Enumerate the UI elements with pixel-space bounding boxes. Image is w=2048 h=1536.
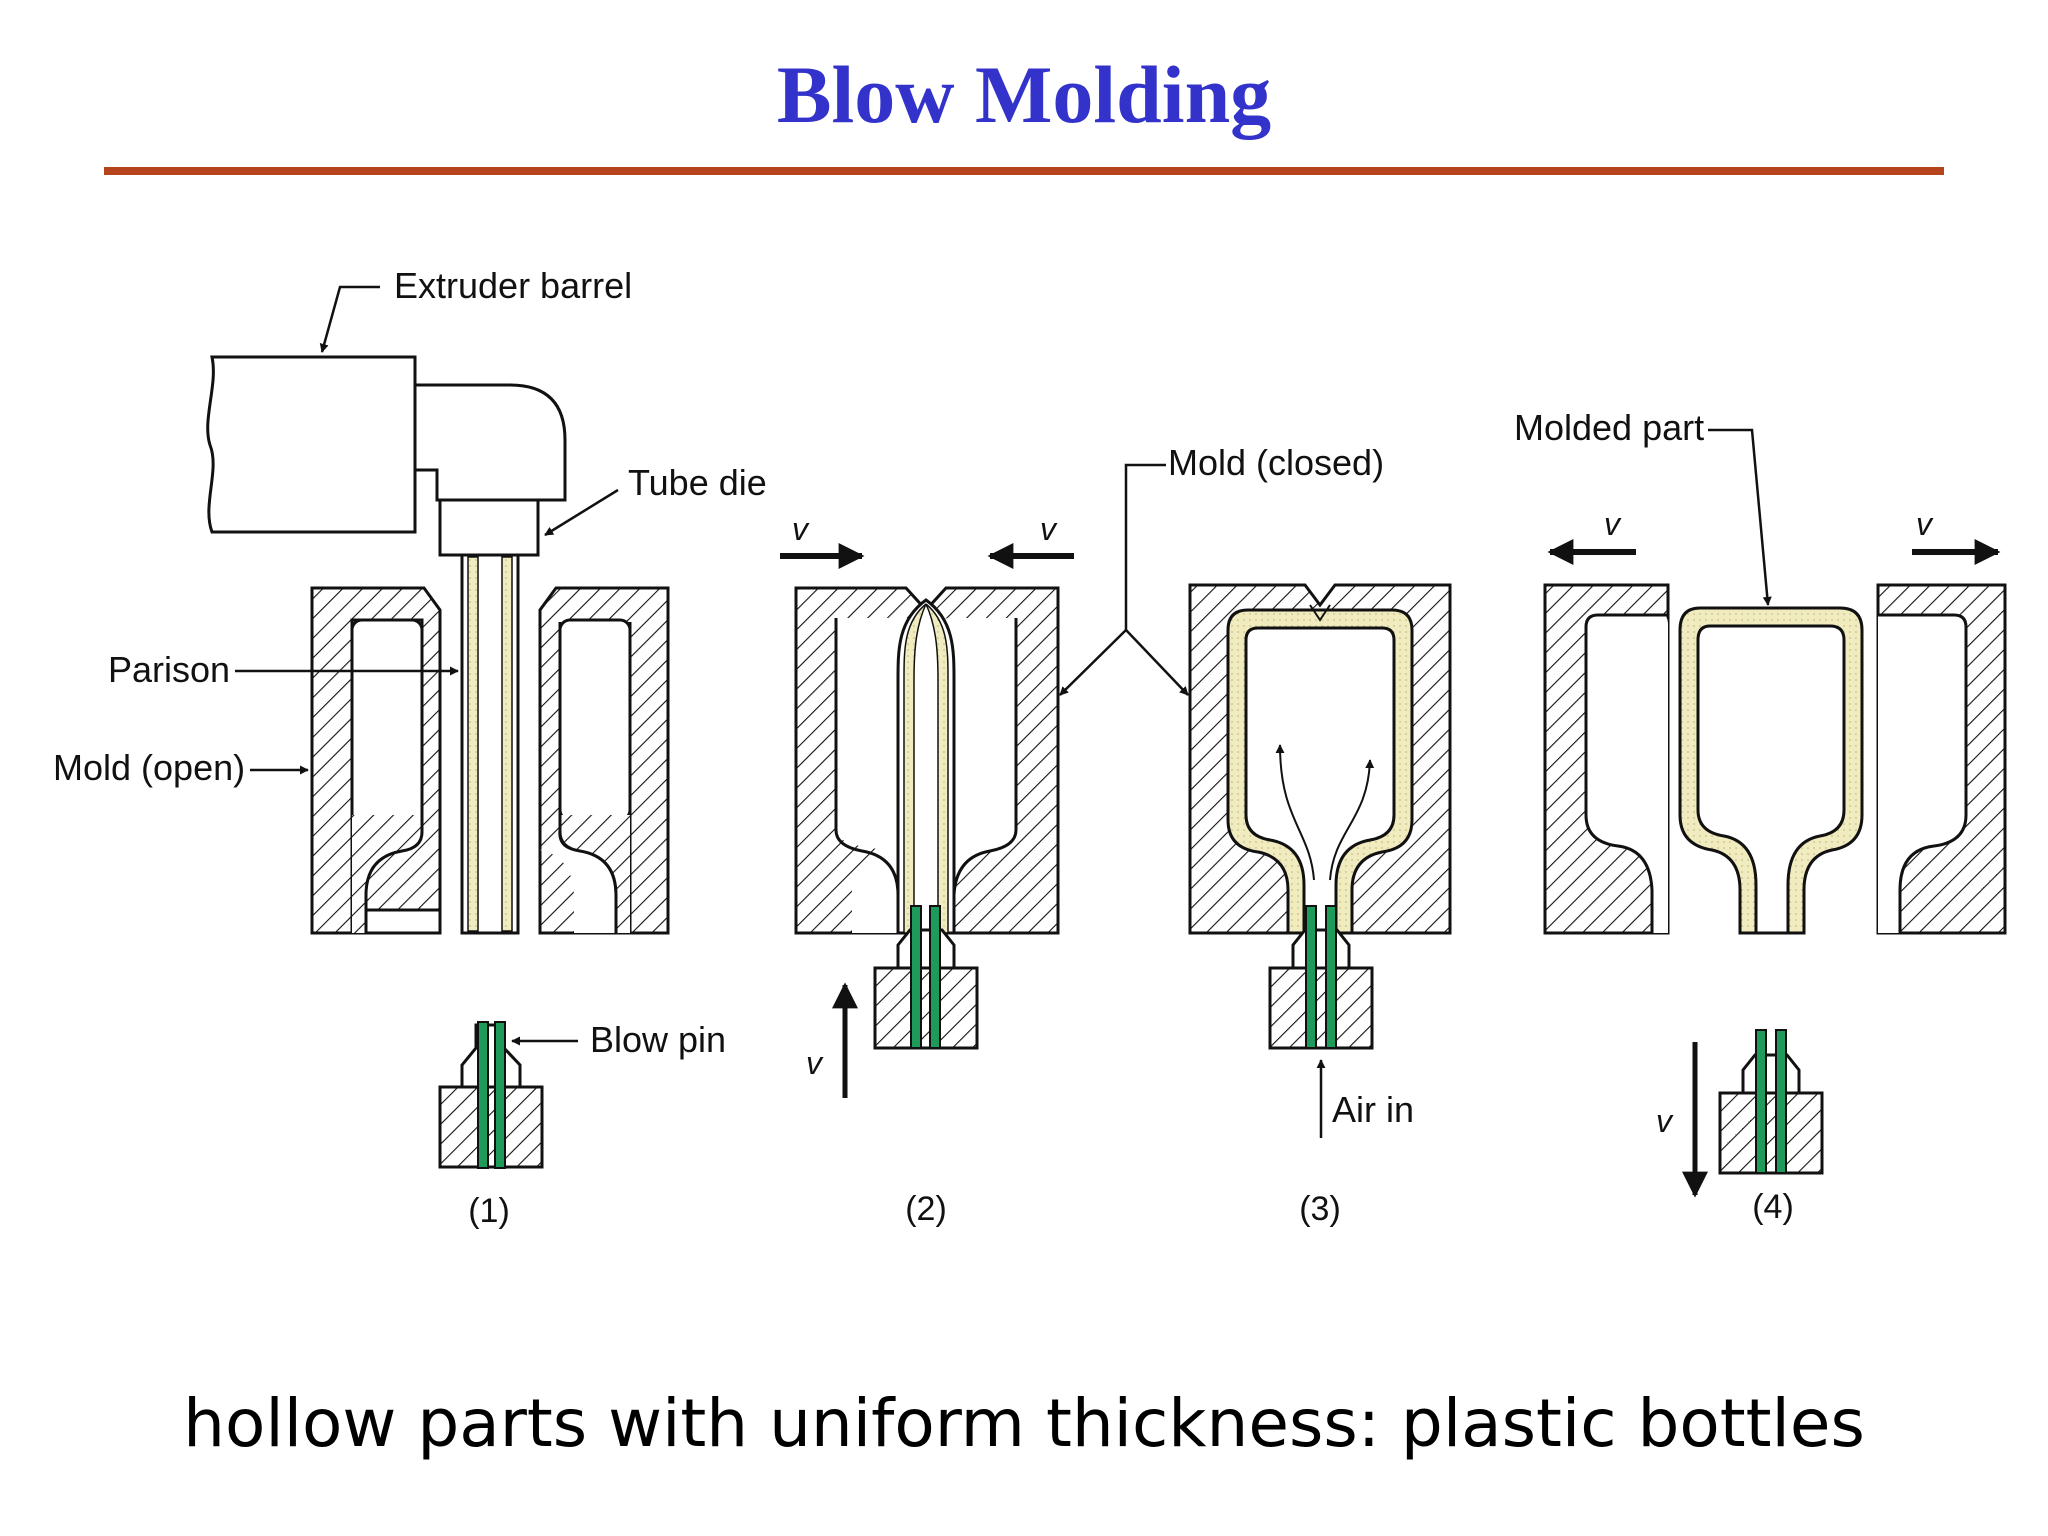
label-molded-part: Molded part	[1514, 407, 1704, 448]
tube-die	[438, 498, 540, 557]
slide-title: Blow Molding	[776, 49, 1272, 140]
blow-pin-1	[438, 1021, 544, 1169]
velocity-label-step4-right: v	[1916, 506, 1934, 542]
extruder-barrel	[206, 355, 417, 534]
label-tube-die: Tube die	[628, 462, 767, 503]
label-blow-pin: Blow pin	[590, 1019, 726, 1060]
label-parison: Parison	[108, 649, 230, 690]
velocity-label-step2-left: v	[792, 511, 810, 547]
step-1-group	[206, 285, 670, 1169]
title-rule	[104, 167, 1944, 175]
blow-pin-3	[1268, 905, 1374, 1050]
step-4-group	[1543, 428, 2007, 1198]
step-label-4: (4)	[1752, 1188, 1794, 1226]
extruder-elbow	[413, 383, 567, 502]
velocity-label-step2-right: v	[1040, 511, 1058, 547]
step-2-group	[780, 543, 1074, 1098]
velocity-label-step4-left: v	[1604, 506, 1622, 542]
blow-pin-4	[1718, 1029, 1824, 1175]
label-mold-closed: Mold (closed)	[1168, 442, 1384, 483]
step-label-2: (2)	[905, 1190, 947, 1228]
label-mold-open: Mold (open)	[53, 747, 245, 788]
slide-caption: hollow parts with uniform thickness: pla…	[183, 1385, 1865, 1462]
blow-pin-2	[873, 905, 979, 1050]
step-label-1: (1)	[468, 1192, 510, 1230]
label-air-in: Air in	[1332, 1089, 1414, 1130]
velocity-label-step4-down: v	[1656, 1103, 1674, 1139]
velocity-label-step2-up: v	[806, 1045, 824, 1081]
label-extruder-barrel: Extruder barrel	[394, 265, 632, 306]
step-label-3: (3)	[1299, 1190, 1341, 1228]
step-3-group	[1059, 463, 1452, 1138]
